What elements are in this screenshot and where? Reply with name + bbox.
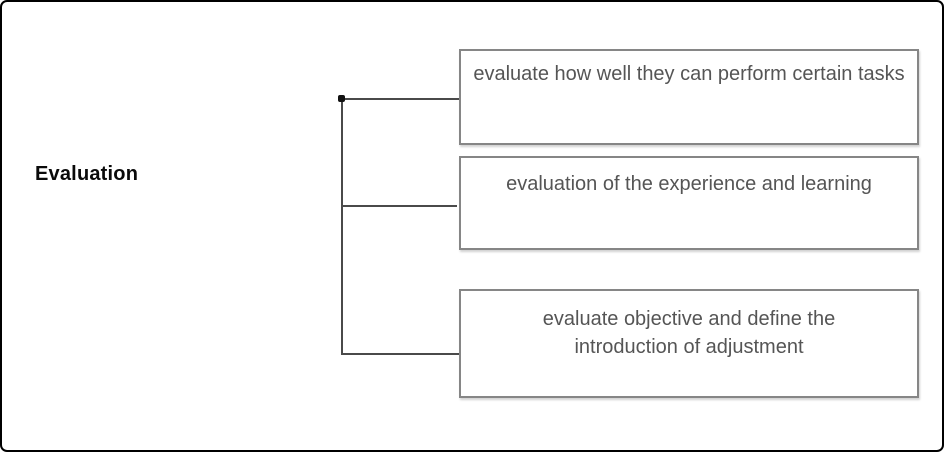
connector-branch-middle [341,205,457,207]
connector-branch-bottom [341,353,459,355]
connector-junction-dot [338,95,345,102]
node-label-objective-adjustment: evaluate objective and define the introd… [542,308,836,358]
root-node-label: Evaluation [35,163,139,185]
node-label-perform-tasks: evaluate how well they can perform certa… [473,63,905,85]
node-box-objective-adjustment: evaluate objective and define the introd… [459,289,919,398]
connector-branch-top [341,98,459,100]
connector-vertical-line [341,98,343,355]
node-box-perform-tasks: evaluate how well they can perform certa… [459,49,919,145]
node-box-experience-learning: evaluation of the experience and learnin… [459,156,919,250]
node-label-experience-learning: evaluation of the experience and learnin… [506,173,872,195]
